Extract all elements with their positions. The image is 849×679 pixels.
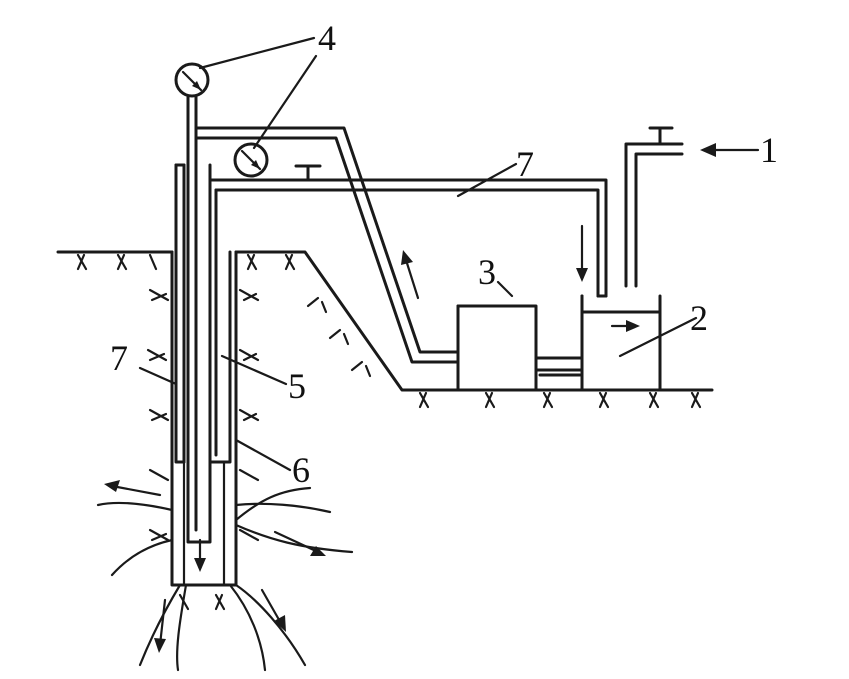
borehole [170,250,238,587]
flow-arrow-icon [401,143,760,332]
label-7-left: 7 [110,338,128,378]
label-5: 5 [288,366,306,406]
flow-arrow-icon [104,480,326,653]
label-4: 4 [318,18,336,58]
pressure-gauge-icon [233,142,269,178]
supply-pipe [194,126,460,364]
ground-hatch-icon [76,253,702,611]
leader-lines [138,36,698,472]
valve-icon [294,164,322,182]
pump [456,294,584,392]
ground-surface [56,250,714,392]
water-inlet [624,126,684,288]
label-6: 6 [292,450,310,490]
return-pipe-casing [174,163,232,464]
label-7-top: 7 [516,144,534,184]
label-3: 3 [478,252,496,292]
water-tank [580,294,662,392]
rock-fractures [96,486,354,672]
injection-pipe [186,94,212,544]
pressure-gauge-icon [174,62,210,98]
return-pipe [208,178,608,298]
label-1: 1 [760,130,778,170]
label-2: 2 [690,298,708,338]
